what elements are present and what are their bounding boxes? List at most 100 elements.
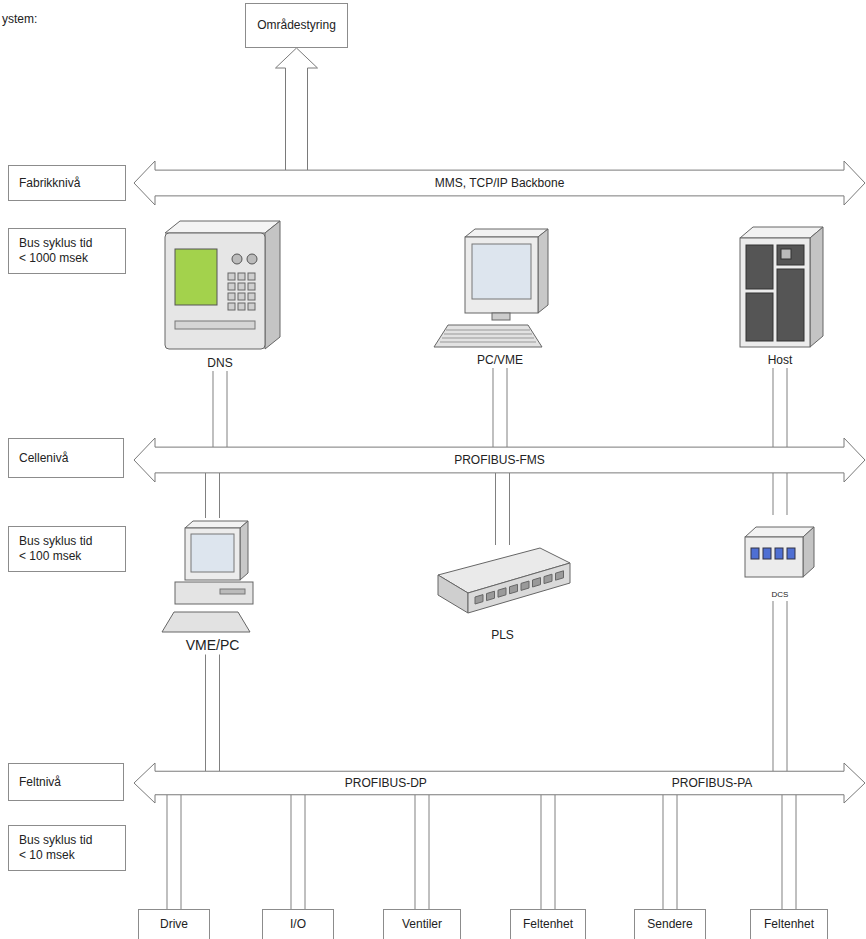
device-icon (145, 213, 295, 353)
icon-part (538, 229, 548, 313)
icon-part (444, 334, 532, 335)
icon-part (787, 548, 795, 559)
icon-part (175, 582, 253, 604)
bus-arrow-outline (134, 161, 865, 205)
icon-part (777, 269, 804, 341)
bus-pipe-fill (774, 367, 787, 448)
bus-arrow-shape (133, 762, 866, 804)
pc-device: PC/VME (430, 225, 570, 368)
bus-pipe (670, 794, 671, 910)
bus-pipe-outline (213, 371, 228, 447)
dcs-device: DCS (740, 515, 820, 601)
bus-arrow: PROFIBUS-DPPROFIBUS-PA (133, 762, 866, 804)
level-box: Fabrikknivå (8, 165, 126, 201)
box-label: Drive (160, 917, 188, 932)
icon-part (533, 578, 541, 587)
field-device-box: Feltenhet (510, 909, 586, 939)
box-label: Cellenivå (19, 451, 68, 466)
bus-pipe-outline (495, 473, 510, 545)
bus-pipe-fill (206, 472, 219, 519)
icon-part (498, 588, 506, 597)
field-device-box: Drive (138, 909, 210, 939)
bus-pipe-outline (773, 473, 788, 515)
bus-pipe-outline (773, 601, 788, 771)
icon-part (746, 293, 773, 341)
icon-part (465, 237, 538, 313)
icon-part (510, 584, 518, 593)
icon-part (556, 571, 564, 580)
level-box: Cellenivå (8, 438, 124, 478)
icon-part (238, 273, 245, 280)
device-label: PC/VME (477, 353, 523, 368)
box-label: Fabrikknivå (19, 176, 80, 191)
icon-part (763, 548, 771, 559)
level-box: Feltnivå (8, 763, 124, 801)
area-control-box: Områdestyring (245, 3, 348, 48)
bus-pipe-fill (774, 472, 787, 516)
bus-pipe-fill (496, 472, 509, 546)
box-label: Sendere (647, 917, 692, 932)
icon-part (446, 330, 530, 331)
icon-part (238, 283, 245, 290)
icon-part (165, 233, 265, 349)
bus-pipe (789, 794, 790, 910)
host-device: Host (725, 222, 835, 368)
box-label: Bus syklus tid < 1000 msek (19, 236, 99, 266)
bus-pipe (422, 794, 423, 910)
device-label: DNS (207, 356, 232, 371)
box-label: Feltnivå (19, 775, 61, 790)
bus-pipe-fill (494, 367, 507, 448)
field-device-box: Ventiler (383, 909, 461, 939)
icon-part (248, 283, 255, 290)
plc-device: PLS (430, 545, 575, 643)
bus-pipe-outline (291, 795, 306, 909)
icon-part (777, 245, 804, 265)
bus-arrow: MMS, TCP/IP Backbone (133, 160, 866, 206)
bus-pipe (500, 367, 501, 448)
cycle-time-box: Bus syklus tid < 1000 msek (8, 228, 126, 274)
bus-pipe-outline (167, 795, 182, 909)
cycle-time-box: Bus syklus tid < 100 msek (8, 526, 126, 572)
box-label: Bus syklus tid < 10 msek (19, 833, 99, 863)
bus-arrow: PROFIBUS-FMS (133, 437, 866, 483)
icon-part (185, 521, 248, 528)
icon-part (751, 548, 759, 559)
device-icon (430, 545, 575, 625)
icon-part (745, 537, 803, 577)
icon-part (228, 303, 235, 310)
device-label: PLS (491, 628, 514, 643)
icon-part (162, 612, 250, 632)
icon-part (442, 338, 534, 339)
bus-pipe (212, 472, 213, 519)
box-label: Bus syklus tid < 100 msek (19, 534, 99, 564)
icon-part (228, 273, 235, 280)
bus-pipe (780, 600, 781, 772)
icon-part (185, 528, 240, 580)
icon-part (544, 574, 552, 583)
bus-pipe-fill (416, 794, 429, 910)
icon-part (240, 521, 248, 580)
icon-part (228, 293, 235, 300)
icon-part (248, 293, 255, 300)
bus-pipe-outline (782, 795, 797, 909)
icon-part (165, 221, 280, 233)
icon-part (475, 595, 483, 604)
device-label: Host (768, 353, 793, 368)
dns-device: DNS (145, 213, 295, 371)
icon-part (175, 321, 255, 329)
icon-part (487, 591, 495, 600)
icon-part (191, 534, 234, 572)
device-icon (160, 518, 265, 636)
pc-device: VME/PC (160, 518, 265, 655)
bus-pipe (780, 367, 781, 448)
bus-pipe-outline (663, 795, 678, 909)
box-label: Ventiler (402, 917, 442, 932)
bus-name: PROFIBUS-FMS (454, 453, 545, 468)
icon-part (238, 293, 245, 300)
bus-pipe-fill (214, 370, 227, 448)
box-label: I/O (290, 917, 306, 932)
icon-part (746, 245, 773, 289)
hollow-arrow (276, 48, 318, 170)
icon-part (465, 229, 548, 237)
